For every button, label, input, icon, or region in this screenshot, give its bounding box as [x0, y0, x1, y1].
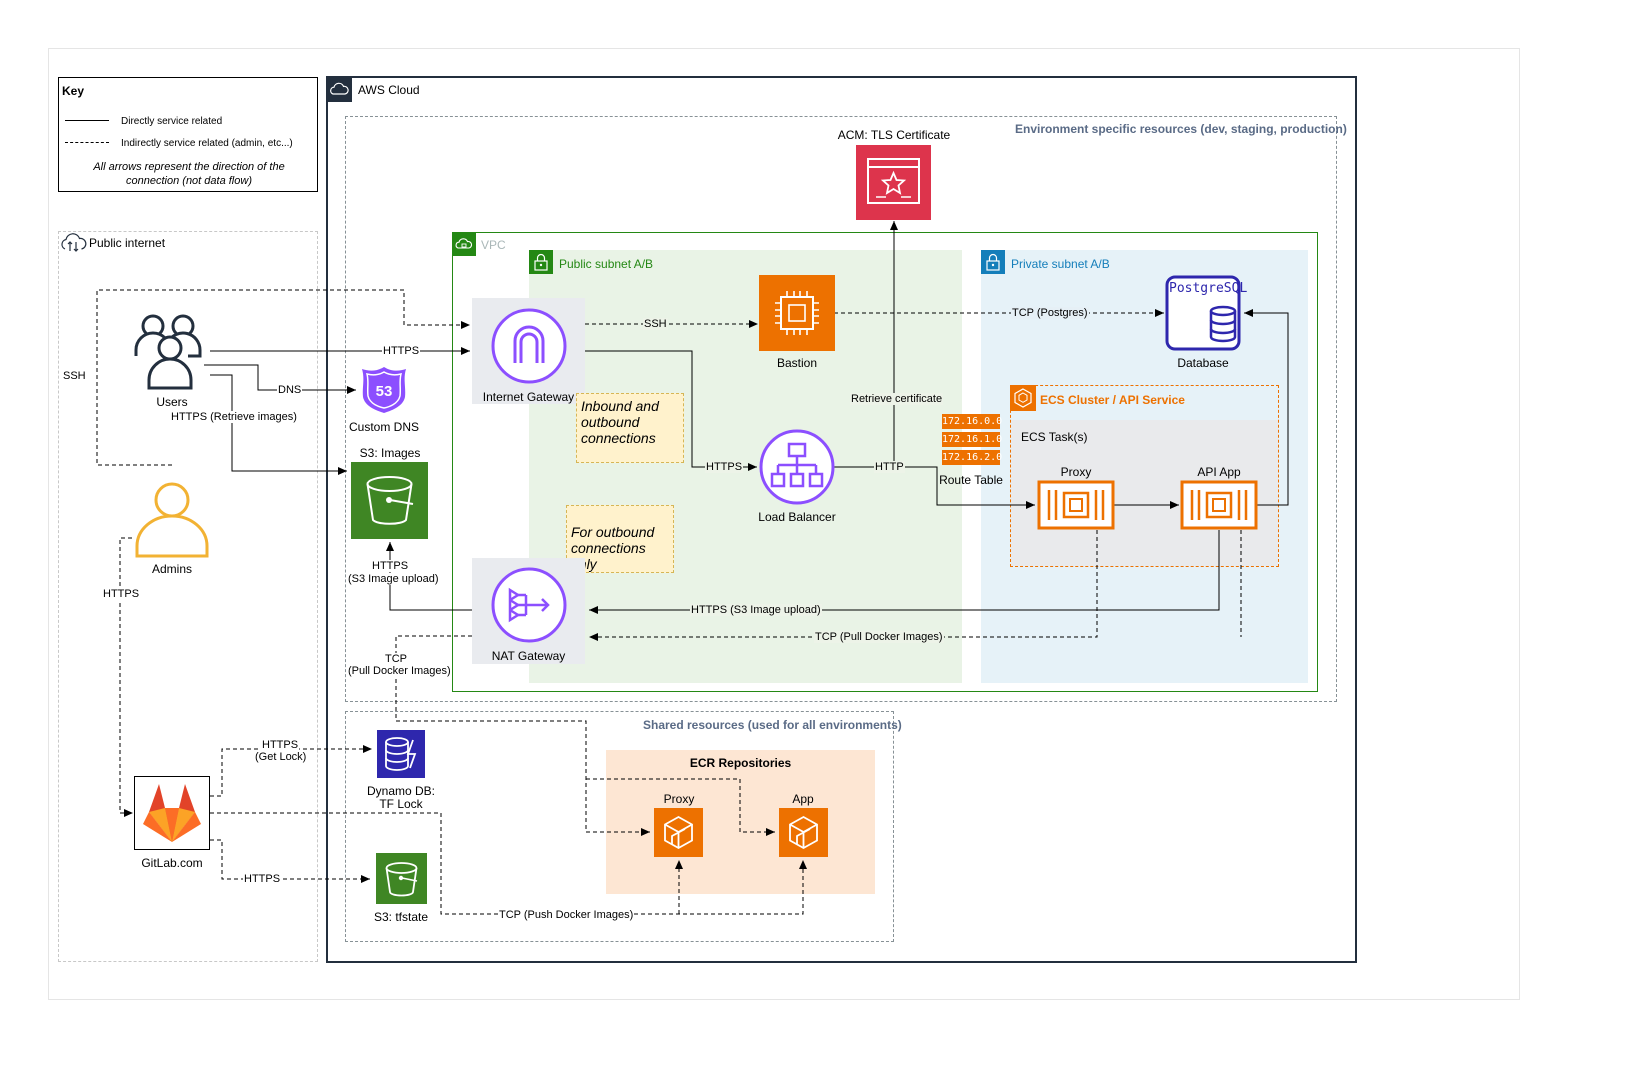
route-table-entry: 172.16.0.0 [942, 414, 1003, 429]
ecr-repositories-label: ECR Repositories [689, 756, 792, 770]
ecs-cluster-label: ECS Cluster / API Service [1040, 393, 1185, 407]
edge-label-ssh: SSH [62, 370, 87, 382]
aws-cloud-icon [330, 82, 349, 95]
lock-icon [986, 253, 1000, 271]
legend-title: Key [62, 84, 85, 98]
users-icon [134, 314, 202, 390]
edge-label-lb-http: HTTP [874, 461, 905, 473]
diagram-frame [48, 48, 1520, 1000]
edge-label-get-lock-2: (Get Lock) [254, 751, 308, 763]
admin-user-icon [135, 482, 209, 558]
svg-text:53: 53 [376, 383, 393, 400]
legend-dashed-label: Indirectly service related (admin, etc..… [121, 138, 293, 149]
internet-gateway-icon [491, 308, 567, 384]
s3-images-label: S3: Images [359, 446, 421, 460]
api-app-task-label: API App [1197, 465, 1241, 479]
load-balancer-icon [759, 429, 835, 505]
edge-label-dns: DNS [277, 384, 303, 396]
aws-cloud-label: AWS Cloud [358, 83, 420, 97]
edge-label-nat-tcp-1: TCP [384, 653, 408, 665]
ecr-repositories-group [606, 750, 875, 894]
s3-tfstate-label: S3: tfstate [373, 910, 429, 924]
shared-resources-label: Shared resources (used for all environme… [643, 718, 902, 732]
ecr-app-label: App [792, 792, 814, 806]
dynamodb-label-2: TF Lock [379, 797, 423, 811]
users-label: Users [156, 395, 188, 409]
edge-label-nat-tcp-2: (Pull Docker Images) [347, 665, 452, 677]
route-table-entry: 172.16.2.0 [942, 450, 1003, 465]
aws-cloud-group [326, 76, 1357, 963]
legend-note-2: connection (not data flow) [126, 175, 252, 187]
edge-label-users-https: HTTPS [382, 345, 421, 357]
bastion-label: Bastion [776, 356, 818, 370]
edge-label-igw-ssh: SSH [643, 318, 668, 330]
env-specific-label: Environment specific resources (dev, sta… [1015, 122, 1347, 136]
outbound-note: For outbound connections only [566, 505, 674, 573]
postgresql-database-icon [1165, 275, 1241, 351]
legend-solid-line [65, 120, 109, 121]
proxy-task-label: Proxy [1060, 465, 1092, 479]
vpc-icon [455, 238, 473, 249]
edge-label-retrieve-certificate: Retrieve certificate [850, 393, 944, 405]
dynamodb-label-1: Dynamo DB: [366, 784, 436, 798]
nat-gateway-icon [491, 567, 567, 643]
edge-label-nat-s3-1: HTTPS [371, 560, 410, 572]
database-label: Database [1177, 356, 1229, 370]
ecs-tasks-label: ECS Task(s) [1021, 430, 1088, 444]
edge-label-retrieve-images: HTTPS (Retrieve images) [170, 411, 298, 423]
edge-label-admins-https: HTTPS [102, 588, 141, 600]
edge-label-tcp-push: TCP (Push Docker Images) [498, 909, 635, 921]
edge-label-tcp-postgres: TCP (Postgres) [1011, 307, 1089, 319]
legend-note-1: All arrows represent the direction of th… [93, 161, 285, 173]
edge-label-nat-s3-2: (S3 Image upload) [347, 573, 440, 585]
admins-label: Admins [151, 562, 192, 576]
container-task-icon [1180, 480, 1258, 530]
load-balancer-label: Load Balancer [758, 510, 836, 524]
public-subnet-label: Public subnet A/B [559, 257, 654, 271]
legend-dashed-line [65, 142, 109, 143]
nat-gateway-label: NAT Gateway [491, 649, 566, 663]
edge-label-tcp-pull: TCP (Pull Docker Images) [814, 631, 944, 643]
ecr-image-icon [654, 808, 703, 857]
edge-label-get-lock-1: HTTPS [261, 739, 300, 751]
gitlab-logo-icon [143, 784, 201, 842]
route-table-entry: 172.16.1.0 [942, 432, 1003, 447]
legend-solid-label: Directly service related [121, 116, 223, 127]
ec2-instance-icon [759, 275, 835, 351]
public-internet-group [58, 231, 318, 962]
edge-label-gitlab-tfstate: HTTPS [243, 873, 282, 885]
ecr-proxy-label: Proxy [663, 792, 695, 806]
cloud-updown-icon [61, 233, 87, 252]
ecr-image-icon [779, 808, 828, 857]
lock-icon [534, 253, 548, 271]
s3-bucket-icon [351, 462, 428, 539]
postgresql-logo-text: PostgreSQL [1169, 281, 1248, 296]
legend-box: Key Directly service related Indirectly … [58, 77, 318, 192]
public-internet-label: Public internet [89, 236, 166, 250]
acm-label: ACM: TLS Certificate [837, 128, 951, 142]
inbound-note: Inbound and outbound connections [576, 393, 684, 463]
gitlab-label: GitLab.com [141, 856, 203, 870]
s3-bucket-icon [376, 853, 427, 904]
internet-gateway-label: Internet Gateway [482, 390, 575, 404]
private-subnet-label: Private subnet A/B [1011, 257, 1110, 271]
route53-icon: 53 [362, 367, 406, 413]
edge-label-igw-lb-https: HTTPS [705, 461, 744, 473]
custom-dns-label: Custom DNS [348, 420, 419, 434]
container-task-icon [1037, 480, 1115, 530]
dynamodb-icon [377, 730, 425, 778]
ecs-cluster-icon [1010, 385, 1036, 411]
route-table-label: Route Table [939, 473, 1003, 487]
edge-label-s3-image-upload: HTTPS (S3 Image upload) [690, 604, 822, 616]
vpc-label: VPC [481, 238, 506, 252]
certificate-icon [856, 145, 931, 220]
